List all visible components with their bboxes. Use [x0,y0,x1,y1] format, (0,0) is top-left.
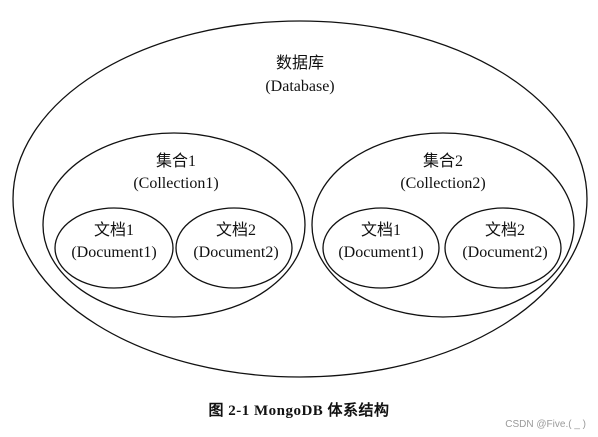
database-title-cn: 数据库 [276,54,324,72]
collection-1-document-1-title-cn: 文档1 [94,221,134,239]
collection-1-ellipse [42,132,306,318]
figure-caption: 图 2-1 MongoDB 体系结构 [208,403,390,419]
collection-2-document-1-ellipse [322,207,440,289]
collection-2-ellipse [311,132,575,318]
collection-1-document-1-ellipse [54,207,174,289]
collection-1-title-en: (Collection1) [133,175,218,192]
collection-1-document-2-ellipse [175,207,293,289]
collection-1-document-2-title-cn: 文档2 [216,221,256,239]
collection-2-title-en: (Collection2) [400,175,485,192]
collection-1-document-1-title-en: (Document1) [71,244,156,261]
collection-1-title-cn: 集合1 [156,152,196,170]
collection-1-document-2-title-en: (Document2) [193,244,278,261]
database-ellipse [12,20,588,378]
collection-2-document-1-title-en: (Document1) [338,244,423,261]
database-title-en: (Database) [265,78,334,95]
collection-2-document-2-title-cn: 文档2 [485,221,525,239]
collection-2-document-2-ellipse [444,207,562,289]
watermark: CSDN @Five.( _ ) [505,419,586,430]
collection-2-document-2-title-en: (Document2) [462,244,547,261]
collection-2-title-cn: 集合2 [423,152,463,170]
collection-2-document-1-title-cn: 文档1 [361,221,401,239]
